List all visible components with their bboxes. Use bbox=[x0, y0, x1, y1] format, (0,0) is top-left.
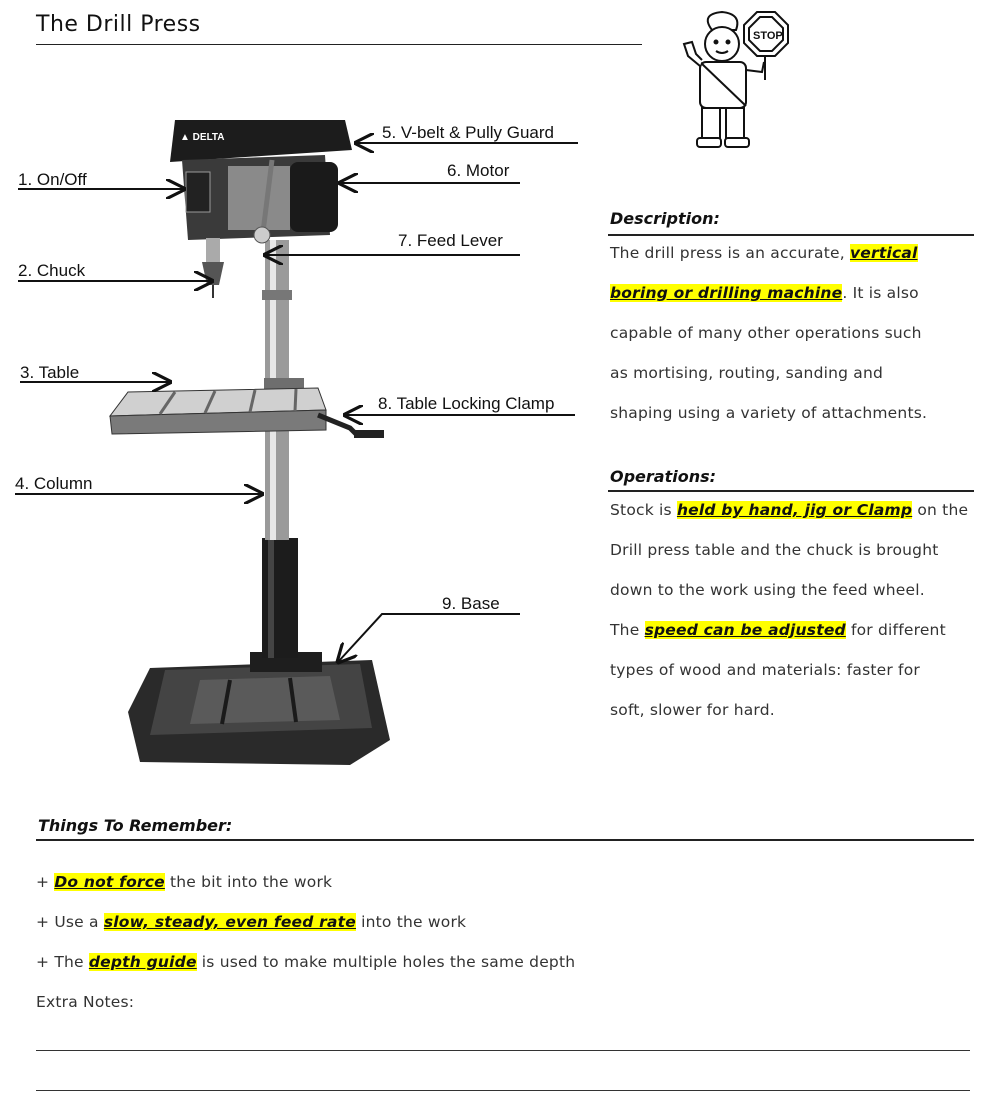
description-heading: Description: bbox=[610, 209, 720, 228]
highlighted-phrase: vertical bbox=[849, 244, 918, 262]
label-feed-lever: 7. Feed Lever bbox=[398, 231, 503, 250]
text-line: capable of many other operations such bbox=[610, 324, 922, 342]
arrow-base bbox=[338, 613, 520, 662]
text-line: shaping using a variety of attachments. bbox=[610, 404, 927, 422]
text-segment: The bbox=[610, 621, 645, 639]
description-rule bbox=[608, 234, 974, 236]
notes-line[interactable] bbox=[36, 1050, 970, 1051]
text-segment: is used to make multiple holes the same … bbox=[196, 953, 576, 971]
highlighted-phrase: depth guide bbox=[88, 953, 197, 971]
text-line: Drill press table and the chuck is broug… bbox=[610, 541, 939, 559]
brand-logo: ▲ DELTA bbox=[180, 132, 225, 143]
text-line: + The depth guide is used to make multip… bbox=[36, 953, 575, 971]
text-line: The speed can be adjusted for different bbox=[610, 621, 946, 639]
highlighted-phrase: speed can be adjusted bbox=[644, 621, 846, 639]
text-segment: on the bbox=[912, 501, 969, 519]
highlighted-phrase: held by hand, jig or Clamp bbox=[676, 501, 913, 519]
label-table: 3. Table bbox=[20, 363, 80, 382]
text-line: soft, slower for hard. bbox=[610, 701, 775, 719]
text-segment: types of wood and materials: faster for bbox=[610, 661, 920, 679]
text-segment: + The bbox=[36, 953, 89, 971]
text-segment: + Use a bbox=[36, 913, 104, 931]
text-segment: capable of many other operations such bbox=[610, 324, 922, 342]
operations-heading: Operations: bbox=[610, 467, 717, 486]
label-chuck: 2. Chuck bbox=[18, 261, 86, 280]
text-segment: . It is also bbox=[842, 284, 919, 302]
text-line: The drill press is an accurate, vertical bbox=[610, 244, 918, 262]
extra-notes-label: Extra Notes: bbox=[36, 993, 135, 1011]
drill-press-image: ▲ DELTA bbox=[108, 120, 390, 765]
title-rule bbox=[36, 44, 642, 45]
stop-sign-character-icon: STOP bbox=[682, 10, 789, 148]
highlighted-phrase: Do not force bbox=[54, 873, 165, 891]
highlighted-phrase: slow, steady, even feed rate bbox=[103, 913, 356, 931]
text-segment: as mortising, routing, sanding and bbox=[610, 364, 884, 382]
operations-rule bbox=[608, 490, 974, 492]
text-segment: the bit into the work bbox=[164, 873, 333, 891]
text-line: down to the work using the feed wheel. bbox=[610, 581, 925, 599]
text-line: types of wood and materials: faster for bbox=[610, 661, 920, 679]
text-segment: + bbox=[36, 873, 55, 891]
text-segment: for different bbox=[845, 621, 946, 639]
text-line: + Use a slow, steady, even feed rate int… bbox=[36, 913, 466, 931]
notes-line[interactable] bbox=[36, 1090, 970, 1091]
label-on-off: 1. On/Off bbox=[18, 170, 87, 189]
label-base: 9. Base bbox=[442, 594, 500, 613]
text-line: Stock is held by hand, jig or Clamp on t… bbox=[610, 501, 968, 519]
label-column: 4. Column bbox=[15, 474, 93, 493]
text-line: + Do not force the bit into the work bbox=[36, 873, 332, 891]
text-segment: into the work bbox=[355, 913, 467, 931]
text-segment: The drill press is an accurate, bbox=[610, 244, 850, 262]
text-segment: soft, slower for hard. bbox=[610, 701, 775, 719]
text-segment: Stock is bbox=[610, 501, 677, 519]
label-vbelt-guard: 5. V-belt & Pully Guard bbox=[382, 123, 554, 142]
text-line: boring or drilling machine. It is also bbox=[610, 284, 919, 302]
label-table-clamp: 8. Table Locking Clamp bbox=[378, 394, 555, 413]
text-segment: down to the work using the feed wheel. bbox=[610, 581, 925, 599]
svg-text:STOP: STOP bbox=[753, 30, 783, 42]
remember-heading: Things To Remember: bbox=[38, 816, 233, 835]
page-title: The Drill Press bbox=[36, 12, 201, 37]
text-segment: Drill press table and the chuck is broug… bbox=[610, 541, 939, 559]
text-line: as mortising, routing, sanding and bbox=[610, 364, 883, 382]
highlighted-phrase: boring or drilling machine bbox=[610, 284, 843, 302]
remember-rule bbox=[36, 839, 974, 841]
label-motor: 6. Motor bbox=[447, 161, 510, 180]
text-segment: shaping using a variety of attachments. bbox=[610, 404, 928, 422]
